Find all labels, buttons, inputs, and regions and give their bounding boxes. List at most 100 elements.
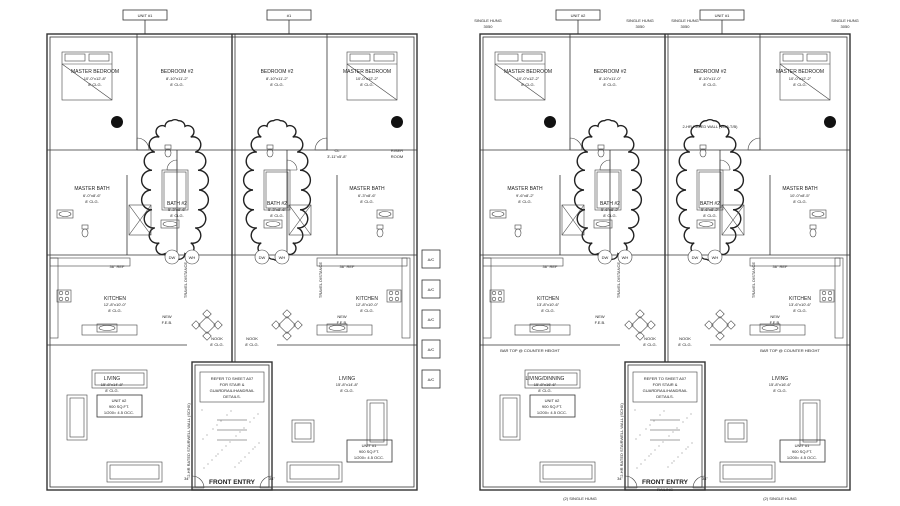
dishwasher-icon: DW bbox=[597, 249, 613, 265]
room-name-mbath-right: MASTER BATH bbox=[782, 186, 818, 192]
room-clg: 8' CLG. bbox=[360, 199, 373, 204]
room-dim: 10'-0"x12'-8" bbox=[84, 76, 107, 81]
door-swing bbox=[136, 137, 150, 151]
sink-icon bbox=[593, 219, 613, 229]
water-heater-tag-label: WH bbox=[279, 255, 286, 260]
sofa-icon bbox=[91, 369, 148, 389]
room-dim: 12'-8"x10'-0" bbox=[104, 302, 127, 307]
range-icon bbox=[386, 289, 402, 303]
dishwasher-icon: DW bbox=[164, 249, 180, 265]
window-tag-size: 3050 bbox=[484, 24, 494, 29]
room-dim: 5'-6"x8'-2" bbox=[701, 207, 720, 212]
feb-new: NEW bbox=[770, 314, 780, 319]
window-tag-double: (2) SINGLE HUNG bbox=[763, 496, 797, 501]
room-clg: 8' CLG. bbox=[538, 388, 551, 393]
sofa-icon bbox=[66, 394, 88, 441]
water-heater-tag: WH bbox=[707, 249, 723, 265]
room-clg: 8' CLG. bbox=[678, 342, 691, 347]
window-tag-type: SINGLE HUNG bbox=[626, 18, 654, 23]
room-clg: 8' CLG. bbox=[85, 199, 98, 204]
room-clg: 8' CLG. bbox=[603, 82, 616, 87]
door-swing bbox=[599, 159, 611, 171]
door-swing bbox=[166, 159, 178, 171]
unit-area: 900 SQ.FT. bbox=[109, 404, 129, 409]
ref-label: 36" REF bbox=[110, 264, 126, 269]
stair-note-line: GUARDRAIL/HANDRAIL bbox=[643, 388, 688, 393]
sofa-icon bbox=[499, 394, 521, 441]
room-name-bed2-left: BEDROOM #2 bbox=[594, 69, 627, 75]
room-name-master-left: MASTER BEDROOM bbox=[71, 69, 119, 75]
ac-pads: A/CA/CA/CA/CA/C bbox=[421, 249, 441, 389]
unit-tag-right-text: #1 bbox=[287, 13, 292, 18]
door-swing bbox=[259, 475, 273, 489]
ac-label: A/C bbox=[428, 257, 435, 262]
room-clg: 8' CLG. bbox=[703, 213, 716, 218]
door-swing bbox=[747, 137, 761, 151]
unit-title: UNIT #2 bbox=[545, 398, 561, 403]
room-dim: 15'-8"x16'-6" bbox=[769, 382, 792, 387]
room-name-bed2-right: BEDROOM #2 bbox=[694, 69, 727, 75]
window-tag-type: SINGLE HUNG bbox=[831, 18, 859, 23]
door-swing bbox=[692, 475, 706, 489]
stair-note-line: GUARDRAIL/HANDRAIL bbox=[210, 388, 255, 393]
unit-tag-right: #1 bbox=[266, 9, 312, 34]
water-heater-tag-label: WH bbox=[712, 255, 719, 260]
room-dim: 10'-0"x12'-2" bbox=[789, 76, 812, 81]
room-dim: 8'-10"x11'-0" bbox=[599, 76, 622, 81]
sofa-icon bbox=[286, 461, 343, 483]
room-clg: 8' CLG. bbox=[793, 82, 806, 87]
feb-label: F.E.B. bbox=[162, 320, 173, 325]
room-name-mbath-right: MASTER BATH bbox=[349, 186, 385, 192]
water-heater-tag-label: WH bbox=[622, 255, 629, 260]
window-tag-size: 3050 bbox=[841, 24, 851, 29]
room-name-bath2-right: BATH #2 bbox=[267, 201, 287, 207]
room-clg: 8' CLG. bbox=[603, 213, 616, 218]
shower-icon bbox=[288, 204, 312, 236]
sofa-icon bbox=[106, 461, 163, 483]
unit-tag-left-text: UNIT #2 bbox=[571, 13, 587, 18]
room-dim: 6'-0"x8'-6" bbox=[83, 193, 102, 198]
stair-note-line: REFER TO SHEET A07 bbox=[644, 376, 687, 381]
unit-occ: 1/200= 4.5 OCC. bbox=[537, 410, 567, 415]
unit-tag-left: UNIT #2 bbox=[555, 9, 601, 34]
unit-area: 900 SQ.FT. bbox=[542, 404, 562, 409]
sink-icon bbox=[326, 323, 348, 333]
revision-cloud bbox=[675, 118, 745, 262]
dim-34: 34" bbox=[617, 476, 623, 481]
closet-dim: 3'-11"x5'-8" bbox=[327, 154, 347, 159]
room-dim: 6'-3"x8'-6" bbox=[358, 193, 377, 198]
sink-icon bbox=[759, 323, 781, 333]
room-name-nook-left: NOOK bbox=[644, 336, 656, 341]
room-name-mbath-left: MASTER BATH bbox=[74, 186, 110, 192]
room-clg: 8' CLG. bbox=[340, 388, 353, 393]
stairwell-wall-label: 2-HR RATED STAIRWELL WALL (SCHX) bbox=[619, 403, 624, 477]
sink-icon bbox=[263, 219, 283, 229]
tub-icon bbox=[263, 169, 291, 211]
ref-label: 36" REF bbox=[773, 264, 789, 269]
ac-label: A/C bbox=[428, 287, 435, 292]
sink-icon bbox=[529, 323, 551, 333]
room-name-bath2-left: BATH #2 bbox=[167, 201, 187, 207]
dim-34: 34" bbox=[184, 476, 190, 481]
door-swing bbox=[624, 475, 638, 489]
room-dim: 5'-6"x8'-2" bbox=[601, 207, 620, 212]
feb-new: NEW bbox=[337, 314, 347, 319]
sink-icon bbox=[489, 209, 507, 219]
ac-label: A/C bbox=[428, 347, 435, 352]
bed-icon bbox=[61, 51, 113, 101]
revision-cloud bbox=[140, 118, 210, 262]
railing-label: RAILING bbox=[657, 487, 673, 492]
room-dim: 15'-8"x14'-8" bbox=[101, 382, 124, 387]
room-name-bath2-right: BATH #2 bbox=[700, 201, 720, 207]
stair-note-line: DETAILS. bbox=[223, 394, 241, 399]
room-clg: 8' CLG. bbox=[643, 342, 656, 347]
sink-icon bbox=[696, 219, 716, 229]
door-swing bbox=[719, 159, 731, 171]
unit-tag-left: UNIT #1 bbox=[122, 9, 168, 34]
bed-icon bbox=[346, 51, 398, 101]
feb-label: F.E.B. bbox=[595, 320, 606, 325]
closet-name: CL bbox=[334, 148, 340, 153]
